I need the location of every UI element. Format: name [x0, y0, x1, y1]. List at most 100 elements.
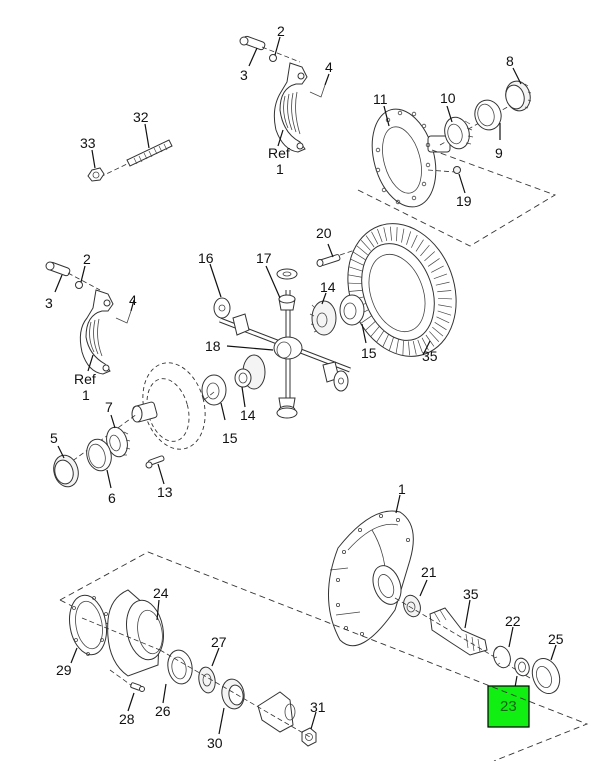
gasket-shim-29[interactable] — [65, 592, 111, 657]
pinion-cage-group: 29 24 26 27 28 30 31 — [56, 585, 326, 751]
callout-21[interactable]: 21 — [421, 564, 437, 580]
cotter-pin-4-lower[interactable] — [115, 310, 132, 324]
callout-15-left[interactable]: 15 — [222, 430, 238, 446]
highlighted-callout-23[interactable]: 23 — [487, 685, 530, 728]
ring-gear-tooth — [421, 337, 429, 351]
ring-gear-tooth — [411, 234, 418, 248]
callout-2-lower[interactable]: 2 — [83, 251, 91, 267]
callout-19[interactable]: 19 — [456, 193, 472, 209]
callout-5[interactable]: 5 — [50, 430, 58, 446]
ring-gear-tooth — [364, 320, 376, 331]
callout-10[interactable]: 10 — [440, 90, 456, 106]
bearing-cone-10[interactable] — [441, 114, 474, 151]
ring-gear-tooth — [432, 326, 444, 337]
callout-15-right[interactable]: 15 — [361, 345, 377, 361]
ring-gear-tooth — [435, 281, 450, 286]
adjuster-ring-5[interactable] — [50, 452, 81, 489]
callout-3[interactable]: 3 — [240, 67, 248, 83]
washer-2-lower[interactable] — [75, 281, 83, 289]
callout-4[interactable]: 4 — [325, 59, 333, 75]
bearing-cup-25[interactable] — [528, 655, 565, 698]
callout-33[interactable]: 33 — [80, 135, 96, 151]
ring-gear-bolt-20[interactable] — [316, 254, 341, 267]
callout-1-ref-lower[interactable]: 1 — [82, 387, 90, 403]
spacer-23[interactable] — [512, 656, 531, 678]
drive-pinion-35[interactable] — [429, 607, 488, 656]
pinion-gear-17[interactable] — [276, 268, 298, 311]
callout-23[interactable]: 23 — [500, 698, 517, 715]
callout-30[interactable]: 30 — [207, 735, 223, 751]
side-gear-14-left[interactable] — [234, 354, 266, 390]
bearing-cup-26[interactable] — [165, 648, 195, 686]
callout-22[interactable]: 22 — [505, 613, 521, 629]
callout-26[interactable]: 26 — [155, 703, 171, 719]
pinion-nut-31[interactable] — [301, 727, 317, 747]
bearing-cap-lower[interactable] — [79, 289, 114, 375]
pinion-gear-left[interactable] — [232, 313, 250, 336]
ring-gear-tooth — [390, 226, 392, 241]
adjuster-ring-8[interactable] — [503, 78, 534, 113]
callout-2[interactable]: 2 — [277, 23, 285, 39]
ring-gear-tooth — [424, 251, 436, 262]
companion-flange-yoke[interactable] — [257, 691, 296, 733]
diff-case-half-11[interactable] — [362, 102, 451, 214]
callout-20[interactable]: 20 — [316, 225, 332, 241]
ring-gear-group: 20 35 — [316, 208, 474, 371]
callout-3-lower[interactable]: 3 — [45, 295, 53, 311]
cap-bolt-3-lower[interactable] — [45, 261, 71, 277]
bolt-28[interactable] — [130, 682, 145, 692]
callout-27[interactable]: 27 — [211, 634, 227, 650]
bearing-cone-22[interactable] — [491, 644, 514, 670]
callout-24[interactable]: 24 — [153, 585, 169, 601]
callout-25[interactable]: 25 — [548, 631, 564, 647]
case-half-group: 11 10 9 8 19 — [362, 53, 534, 214]
callout-16[interactable]: 16 — [198, 250, 214, 266]
callout-14-right[interactable]: 14 — [320, 279, 336, 295]
bolt-13[interactable] — [145, 455, 165, 469]
nut-33[interactable] — [87, 167, 105, 182]
bearing-cap-upper[interactable] — [273, 62, 308, 153]
callout-35[interactable]: 35 — [422, 348, 438, 364]
callout-1[interactable]: 1 — [398, 481, 406, 497]
callout-4-lower[interactable]: 4 — [129, 292, 137, 308]
callout-29[interactable]: 29 — [56, 662, 72, 678]
callout-18[interactable]: 18 — [205, 338, 221, 354]
cap-bolt-3-upper[interactable] — [239, 35, 266, 51]
diff-case-half-plain[interactable] — [131, 356, 214, 457]
callout-14-left[interactable]: 14 — [240, 407, 256, 423]
thrust-washer-15-left[interactable] — [201, 374, 227, 406]
pinion-gear-bottom[interactable] — [276, 397, 298, 419]
callout-8[interactable]: 8 — [506, 53, 514, 69]
pinion-washer-right[interactable] — [333, 370, 349, 392]
callout-35-pinion[interactable]: 35 — [463, 586, 479, 602]
pinion-cage-24[interactable] — [107, 589, 168, 677]
side-gear-14-right[interactable] — [309, 300, 337, 336]
callout-7[interactable]: 7 — [105, 399, 113, 415]
ring-gear-tooth — [434, 321, 447, 331]
callout-9[interactable]: 9 — [495, 145, 503, 161]
callout-28[interactable]: 28 — [119, 711, 135, 727]
callout-31[interactable]: 31 — [310, 699, 326, 715]
callout-13[interactable]: 13 — [157, 484, 173, 500]
bolt-19[interactable] — [453, 166, 461, 174]
cotter-pin-4-upper[interactable] — [309, 84, 326, 98]
pilot-bearing-21[interactable] — [401, 593, 424, 619]
bearing-cup-6[interactable] — [83, 436, 114, 473]
pinion-washer-16[interactable] — [213, 297, 231, 319]
spider-cross-18[interactable] — [273, 336, 303, 360]
bearing-cup-9[interactable] — [472, 97, 505, 133]
washer-2-upper[interactable] — [269, 54, 277, 62]
callout-6[interactable]: 6 — [108, 490, 116, 506]
oil-seal-30[interactable] — [220, 677, 247, 710]
threaded-stud-32[interactable] — [126, 139, 173, 167]
thrust-washer-15-right[interactable] — [339, 294, 365, 326]
bearing-cone-27[interactable] — [197, 666, 217, 694]
callout-32[interactable]: 32 — [133, 109, 149, 125]
ring-gear-35[interactable] — [330, 208, 474, 371]
callout-11[interactable]: 11 — [373, 91, 388, 107]
ring-gear-tooth — [429, 331, 440, 342]
callout-1-ref[interactable]: 1 — [276, 161, 284, 177]
carrier-housing-1[interactable] — [328, 510, 414, 647]
callout-17[interactable]: 17 — [256, 250, 272, 266]
ring-gear-tooth — [371, 231, 379, 245]
